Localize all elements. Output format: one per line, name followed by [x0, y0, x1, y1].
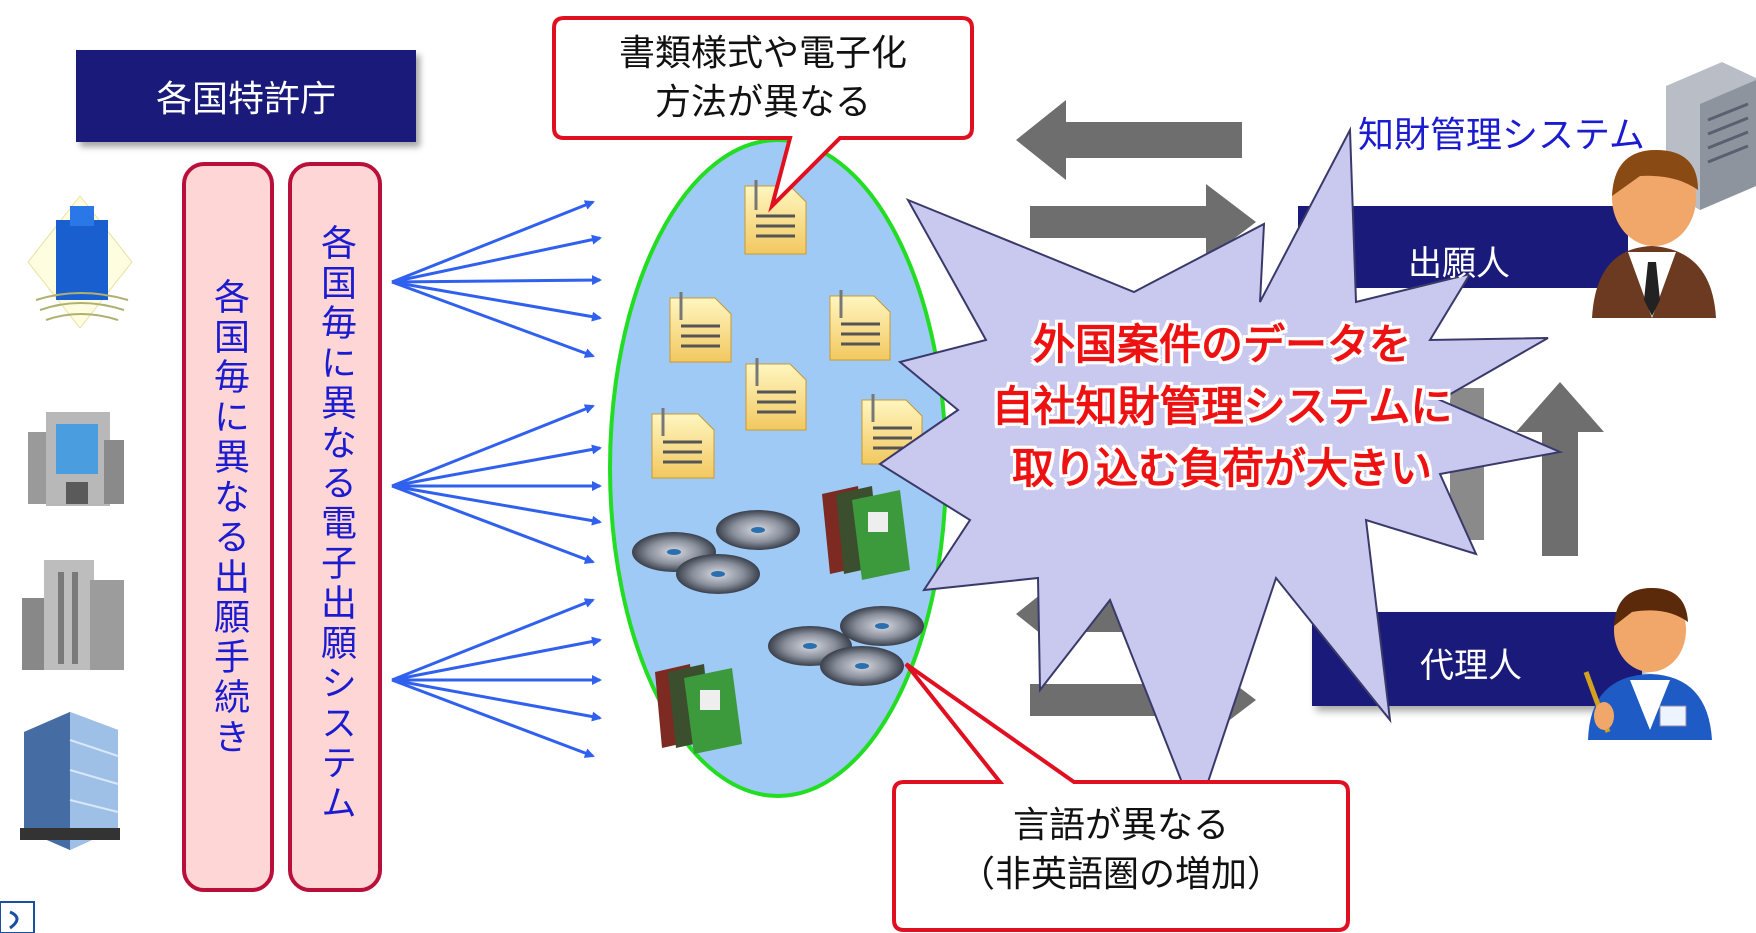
agent-person-icon — [1583, 588, 1712, 740]
city-buildings-icon — [22, 560, 124, 670]
callout-bottom-shape — [892, 662, 1350, 932]
callout-top-text: 書類様式や電子化 方法が異なる — [560, 30, 966, 127]
office-building-gray-icon — [28, 412, 124, 506]
ip-management-system-label: 知財管理システム — [1358, 106, 1645, 158]
cd-disc-icon — [632, 510, 800, 594]
burst-text: 外国案件のデータを 自社知財管理システムに 取り込む負荷が大きい — [962, 314, 1482, 500]
callout-bottom-line1: 言語が異なる — [1012, 805, 1229, 846]
corner-logo-icon — [0, 901, 35, 933]
callout-bottom-text: 言語が異なる （非英語圏の増加） — [898, 802, 1344, 899]
patent-offices-header: 各国特許庁 — [76, 50, 416, 142]
patent-offices-label: 各国特許庁 — [155, 79, 336, 120]
callout-top-line2: 方法が異なる — [654, 81, 871, 123]
applicant-label: 出願人 — [1408, 244, 1510, 284]
floppy-disk-icon — [822, 486, 910, 580]
burden-burst — [878, 126, 1564, 821]
callout-bottom-line2: （非英語圏の増加） — [958, 853, 1283, 895]
burst-line1: 外国案件のデータを — [1032, 320, 1411, 369]
agent-label: 代理人 — [1420, 646, 1522, 686]
burst-line2: 自社知財管理システムに — [991, 382, 1453, 432]
procedure-box: 各国毎に異なる出願手続き — [182, 162, 274, 892]
procedure-box-text: 各国毎に異なる出願手続き — [208, 278, 249, 758]
floppy-disk-icon — [655, 664, 742, 754]
cd-disc-icon — [768, 606, 924, 686]
document-icon — [669, 292, 732, 363]
e-filing-box: 各国毎に異なる電子出願システム — [288, 162, 382, 892]
office-building-diamond-icon — [27, 195, 133, 329]
e-filing-box-text: 各国毎に異なる電子出願システム — [315, 224, 356, 824]
burst-line3: 取り込む負荷が大きい — [1011, 444, 1432, 494]
fan-arrows — [391, 200, 602, 758]
callout-top-line1: 書類様式や電子化 — [618, 33, 907, 74]
document-icon — [745, 358, 807, 431]
ip-management-system-text: 知財管理システム — [1358, 115, 1645, 156]
glass-tower-icon — [20, 712, 120, 850]
applicant-label-wrap: 出願人 — [1408, 236, 1510, 285]
document-icon — [829, 290, 891, 361]
callout-top-shape — [552, 16, 974, 213]
businessman-applicant-icon — [1592, 150, 1716, 318]
agent-label-wrap: 代理人 — [1420, 638, 1522, 687]
document-icon — [651, 408, 715, 479]
